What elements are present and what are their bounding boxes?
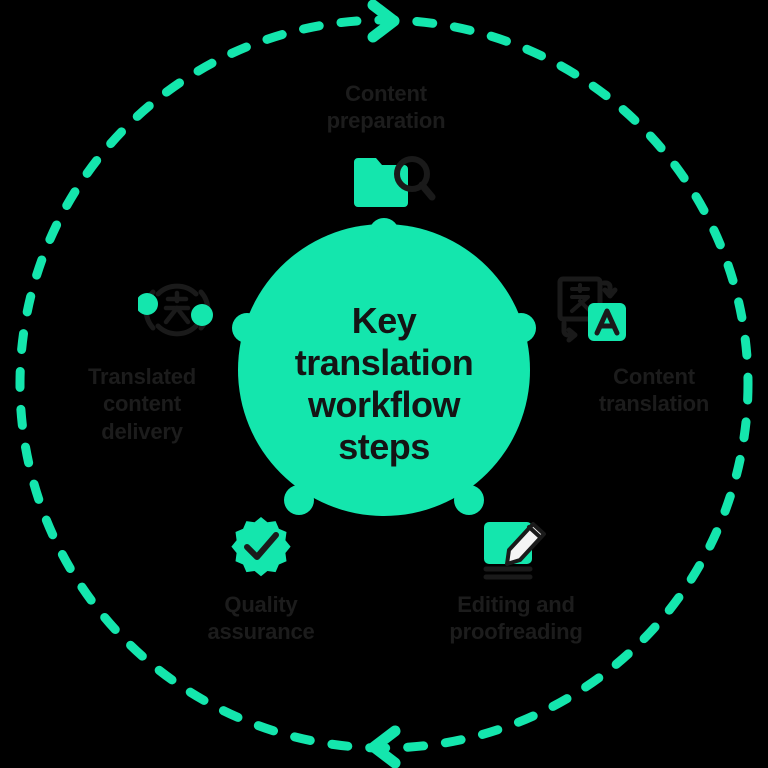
step-label-quality-assurance: Quality assurance: [207, 592, 315, 645]
step-label-content-translation: Content translation: [598, 364, 710, 417]
verified-check-badge-icon: [231, 517, 291, 577]
hub-node-bottom-right: [454, 485, 484, 515]
globe-translate-network-icon: [138, 283, 213, 337]
ring-arrow-top-right-icon: [367, 0, 400, 43]
hub-node-top: [369, 218, 399, 248]
hub-node-left: [232, 313, 262, 343]
document-pencil-icon: [483, 522, 546, 580]
step-label-content-preparation: Content preparation: [326, 81, 446, 134]
hub-node-bottom-left: [284, 485, 314, 515]
hub-circle: [238, 224, 530, 516]
hub-node-right: [506, 313, 536, 343]
step-label-translated-content-delivery: Translated content delivery: [87, 364, 197, 444]
folder-search-icon: [354, 156, 436, 207]
step-label-editing-and-proofreading: Editing and proofreading: [449, 592, 583, 645]
ring-arrow-bottom-left-icon: [368, 725, 401, 768]
translate-language-icon: [557, 276, 626, 343]
